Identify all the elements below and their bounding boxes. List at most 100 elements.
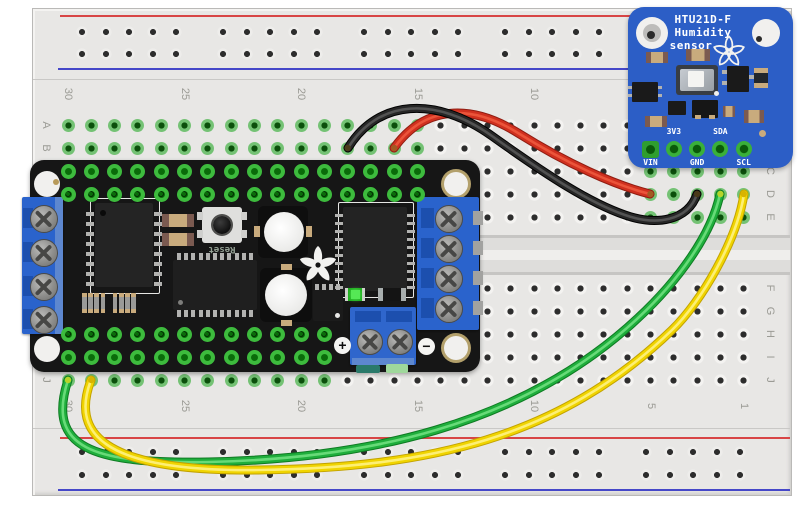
breadboard-hole-G7 bbox=[597, 304, 611, 318]
tssop-pin bbox=[407, 230, 415, 233]
reset-button-tab bbox=[197, 212, 203, 220]
power-rail-positive-line-top bbox=[60, 15, 790, 17]
rail-hole bbox=[123, 48, 135, 60]
rail-hole bbox=[663, 469, 676, 481]
rail-hole bbox=[170, 446, 182, 458]
breadboard-hole-H7 bbox=[597, 327, 611, 341]
capacitor-tab bbox=[254, 226, 260, 237]
breadboard-hole-F8 bbox=[574, 281, 588, 295]
driver-pin bbox=[198, 310, 203, 317]
breadboard-hole-B9 bbox=[550, 141, 564, 155]
feather-pin bbox=[83, 186, 99, 202]
breadboard-hole-H12 bbox=[480, 327, 494, 341]
breadboard-hole-H2 bbox=[713, 327, 727, 341]
feather-pin bbox=[83, 349, 99, 365]
breadboard-hole-B8 bbox=[574, 141, 588, 155]
power-led-core bbox=[351, 290, 360, 299]
breadboard-hole-I9 bbox=[550, 350, 564, 364]
capacitor-array-element bbox=[131, 293, 136, 313]
feather-pin bbox=[153, 163, 169, 179]
breadboard-hole-C9 bbox=[550, 164, 564, 178]
terminal-slot bbox=[421, 238, 434, 258]
row-label-H: H bbox=[764, 330, 776, 338]
breadboard-hole-E8 bbox=[574, 210, 588, 224]
row-label-I: I bbox=[764, 355, 776, 359]
breadboard-hole-J18 bbox=[341, 373, 355, 387]
sensor-element-window bbox=[688, 71, 704, 87]
terminal-screw bbox=[30, 306, 58, 334]
rail-hole bbox=[640, 469, 652, 481]
rail-hole bbox=[522, 469, 535, 481]
rail-hole bbox=[287, 48, 300, 60]
tssop-pin bbox=[335, 270, 343, 273]
breadboard-hole-F1 bbox=[737, 281, 751, 295]
feather-pin bbox=[363, 186, 379, 202]
reset-button-tab bbox=[241, 230, 247, 238]
breadboard-hole-G2 bbox=[713, 304, 727, 318]
terminal-slot bbox=[23, 309, 33, 329]
sensor-pin-label-VIN: VIN bbox=[643, 158, 658, 167]
breadboard-hole-G9 bbox=[550, 304, 564, 318]
breadboard-hole-H10 bbox=[527, 327, 541, 341]
terminal-screw bbox=[357, 329, 383, 355]
breadboard-hole-A12 bbox=[480, 118, 494, 132]
breadboard-hole-I1 bbox=[737, 350, 751, 364]
breadboard-hole-F7 bbox=[597, 281, 611, 295]
breadboard-hole-E5 bbox=[644, 210, 657, 224]
mcu-pin bbox=[86, 222, 94, 226]
feather-pin bbox=[363, 163, 379, 179]
rail-hole bbox=[593, 48, 605, 60]
ic-pin bbox=[628, 86, 632, 89]
rail-hole bbox=[405, 469, 417, 481]
rail-hole bbox=[99, 26, 112, 38]
adafruit-logo-outline-icon bbox=[713, 35, 745, 66]
feather-pin bbox=[223, 349, 239, 365]
terminal-screw bbox=[30, 239, 58, 267]
breadboard-hole-A26 bbox=[154, 118, 168, 132]
breadboard-hole-A7 bbox=[597, 118, 611, 132]
capacitor bbox=[744, 110, 764, 123]
breadboard-hole-C7 bbox=[597, 164, 611, 178]
capacitor-array-element bbox=[100, 293, 106, 313]
breadboard-hole-J27 bbox=[131, 373, 145, 387]
rail-hole bbox=[663, 446, 676, 458]
feather-pin bbox=[60, 186, 76, 202]
driver-pin bbox=[213, 310, 217, 317]
feather-pin bbox=[316, 163, 332, 179]
breadboard-hole-H4 bbox=[667, 327, 681, 341]
breadboard-hole-E2 bbox=[713, 210, 727, 224]
driver-pin bbox=[241, 310, 246, 317]
breadboard-hole-B26 bbox=[154, 141, 168, 155]
fiducial-dot bbox=[53, 179, 59, 185]
column-label-30: 30 bbox=[62, 399, 74, 413]
feather-pin bbox=[223, 326, 239, 342]
capacitor bbox=[754, 68, 768, 88]
rail-hole bbox=[240, 446, 253, 458]
column-label-25: 25 bbox=[178, 87, 191, 101]
feather-pin bbox=[107, 163, 123, 179]
rail-hole bbox=[76, 48, 88, 60]
column-label-10: 10 bbox=[528, 399, 540, 413]
rail-hole bbox=[123, 26, 135, 38]
breadboard-hole-A19 bbox=[317, 118, 331, 132]
mcu-pin bbox=[154, 212, 162, 216]
rail-hole bbox=[546, 469, 558, 481]
breadboard-hole-E6 bbox=[620, 210, 634, 224]
breadboard-hole-B19 bbox=[317, 141, 331, 155]
breadboard-hole-J25 bbox=[178, 373, 191, 387]
breadboard-hole-F5 bbox=[644, 281, 657, 295]
breadboard-hole-E4 bbox=[667, 210, 681, 224]
capacitor-array-element bbox=[125, 293, 130, 313]
capacitor-tab bbox=[281, 320, 292, 326]
capacitor-small bbox=[378, 288, 406, 301]
breadboard-hole-J21 bbox=[271, 373, 285, 387]
breadboard-hole-B10 bbox=[527, 141, 541, 155]
feather-pin bbox=[246, 163, 262, 179]
feather-pin bbox=[107, 186, 123, 202]
rail-hole bbox=[264, 26, 276, 38]
rail-hole bbox=[569, 469, 582, 481]
breadboard-hole-J4 bbox=[667, 373, 681, 387]
rail-hole bbox=[405, 26, 417, 38]
breadboard-hole-I5 bbox=[644, 350, 657, 364]
htu21d-sensor-board: HTU21D-F Humidity sensor bbox=[628, 7, 793, 168]
